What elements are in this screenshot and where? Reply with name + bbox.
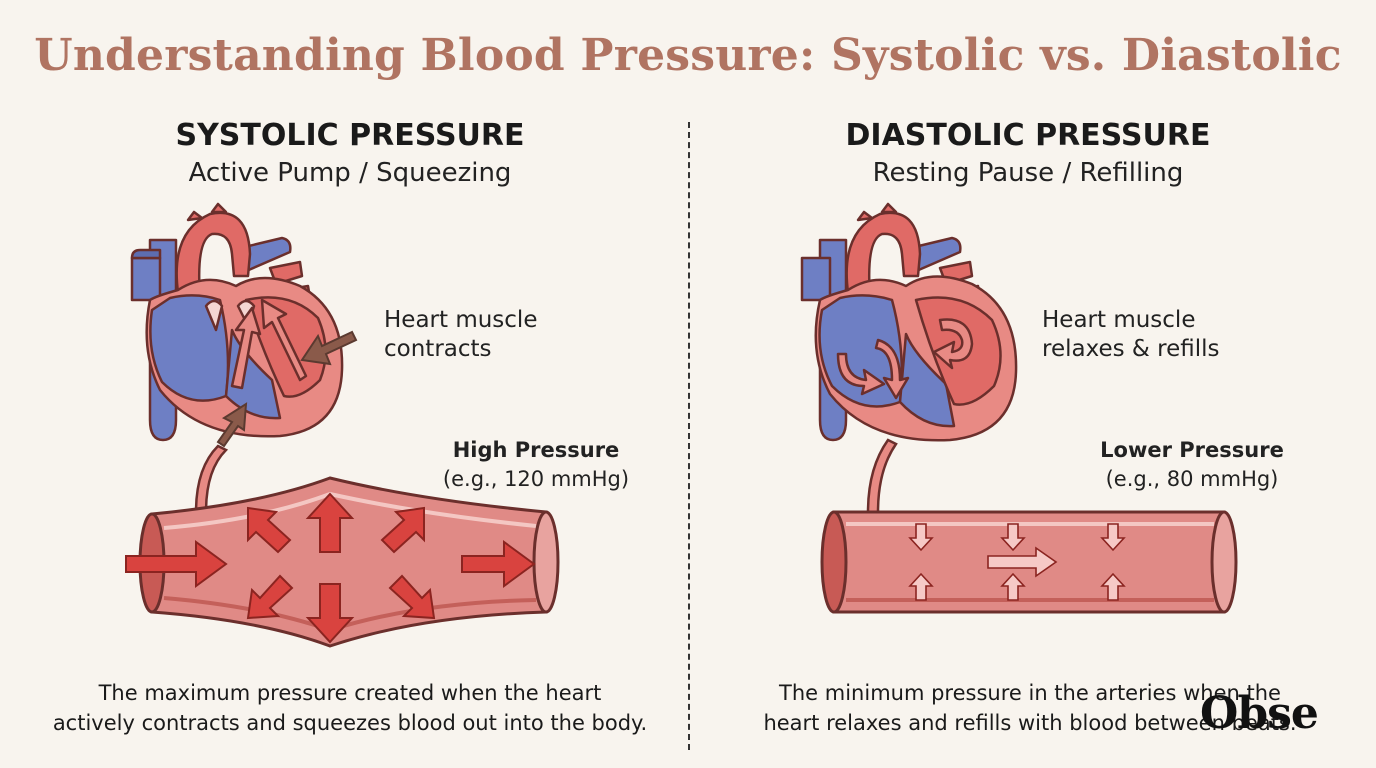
up-arrow-icon [1000,572,1026,601]
diastolic-muscle-label: Heart muscle relaxes & refills [1042,307,1220,362]
systolic-subheading: Active Pump / Squeezing [188,158,512,188]
panel-divider [688,122,690,750]
diastolic-caption: The minimum pressure in the arteries whe… [763,681,1297,735]
systolic-pressure-label: High Pressure (e.g., 120 mmHg) [442,438,630,491]
up-arrow-icon [1100,572,1126,601]
flow-arrow-icon [987,546,1058,578]
systolic-connector [194,444,229,514]
page-title: Understanding Blood Pressure: Systolic v… [34,30,1342,81]
diastolic-heading: DIASTOLIC PRESSURE [845,118,1211,153]
downright-arrow-icon [388,574,436,620]
downleft-arrow-icon [246,574,294,620]
diastolic-pressure-arrows [908,523,1126,601]
contract-arrow-icon [300,330,358,366]
upright-arrow-icon [380,506,425,554]
systolic-caption: The maximum pressure created when the he… [52,681,648,735]
down-arrow-icon [908,523,934,552]
up-arrow-icon [908,572,934,601]
down-arrow-icon [1000,523,1026,552]
down-arrow-icon [1100,523,1126,552]
diastolic-connector [866,438,898,514]
watermark-logo: Obse [1200,688,1319,739]
systolic-muscle-label: Heart muscle contracts [384,307,538,362]
flow-out-arrow-icon [461,540,536,588]
systolic-pressure-arrows [125,492,536,644]
diastolic-pressure-label: Lower Pressure (e.g., 80 mmHg) [1100,438,1284,491]
up-arrow-icon [305,492,355,553]
systolic-heading: SYSTOLIC PRESSURE [175,118,525,153]
diastolic-heart-illustration [800,202,1018,442]
flow-in-arrow-icon [125,540,228,588]
down-arrow-icon [305,583,355,644]
ejection-arrow-icon [216,402,248,448]
diastolic-subheading: Resting Pause / Refilling [872,158,1184,188]
upleft-arrow-icon [247,506,292,554]
systolic-heart-illustration [130,202,344,442]
